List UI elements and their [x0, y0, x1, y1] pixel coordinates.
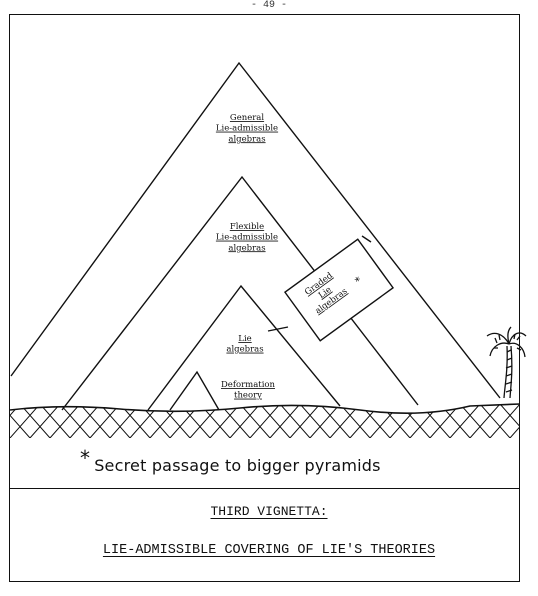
page-number: - 49 -	[250, 0, 287, 11]
outer-pyramid	[10, 61, 501, 399]
small-pyramid	[169, 370, 220, 411]
label-line: Flexible	[230, 222, 264, 232]
middle-pyramid	[61, 175, 419, 411]
label-line: Lie-admissible	[216, 124, 278, 134]
caption-subtitle: LIE-ADMISSIBLE COVERING OF LIE'S THEORIE…	[102, 543, 436, 558]
inner-pyramid	[147, 284, 341, 411]
label-line: General	[230, 113, 264, 123]
caption-divider	[9, 488, 520, 489]
palm-tree-icon	[486, 326, 527, 399]
ground-line	[9, 403, 521, 414]
passage-connector-right	[361, 235, 372, 243]
footnote-text: Secret passage to bigger pyramids	[94, 456, 381, 475]
label-line: theory	[234, 391, 262, 401]
figure-frame	[9, 14, 520, 582]
label-line: algebras	[228, 134, 265, 144]
footnote: *Secret passage to bigger pyramids	[80, 446, 381, 476]
label-line: Lie	[238, 334, 251, 344]
passage-connector-left	[267, 326, 289, 332]
label-line: Lie-admissible	[216, 233, 278, 243]
footnote-marker: *	[80, 446, 91, 470]
label-line: Deformation	[221, 380, 276, 390]
ground-hatching	[10, 404, 520, 438]
label-line: algebras	[228, 243, 265, 253]
caption-title: THIRD VIGNETTA:	[210, 504, 328, 519]
label-line: algebras	[226, 345, 263, 355]
passage-box	[283, 238, 395, 342]
